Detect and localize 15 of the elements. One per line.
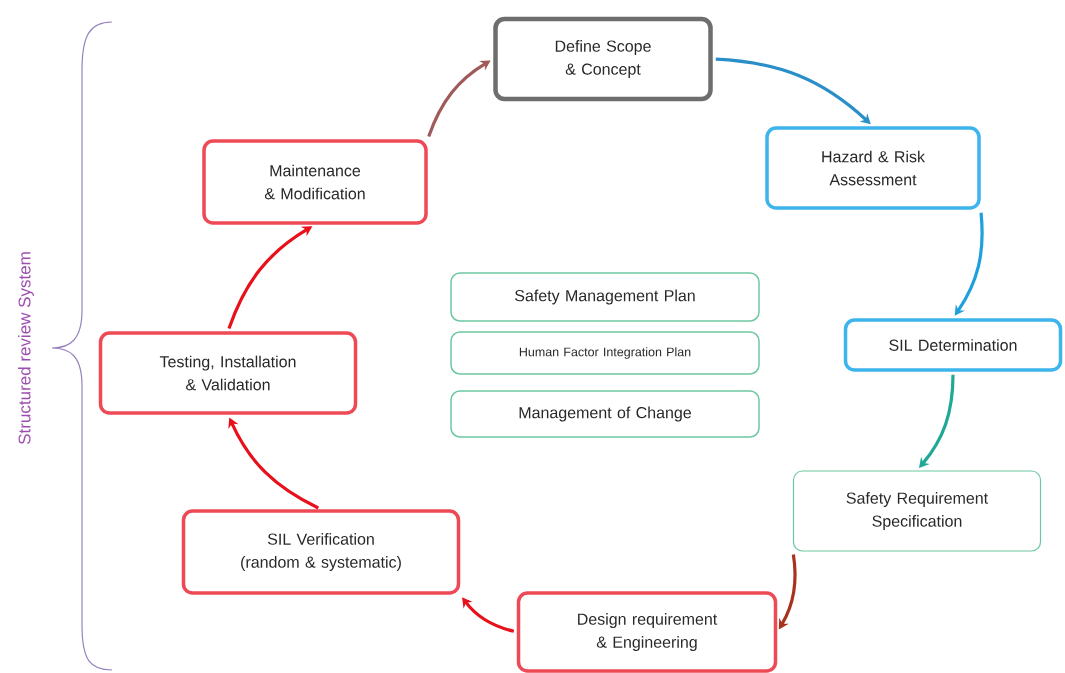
process-box: Human Factor Integration Plan bbox=[450, 331, 760, 375]
process-box: Hazard & Risk Assessment bbox=[765, 126, 981, 210]
process-box: SIL Verification (random & systematic) bbox=[181, 509, 461, 595]
arrow bbox=[427, 60, 491, 137]
axis-label: Structured review System bbox=[18, 252, 34, 445]
arrow bbox=[954, 212, 984, 316]
process-box: Safety Requirement Specification bbox=[792, 470, 1042, 552]
process-box: Testing, Installation & Validation bbox=[98, 331, 358, 415]
process-box: Design requirement & Engineering bbox=[516, 591, 778, 673]
process-box: SIL Determination bbox=[843, 318, 1063, 372]
process-box: Maintenance & Modification bbox=[202, 139, 428, 225]
process-box: Safety Management Plan bbox=[450, 272, 760, 322]
process-box: Define Scope & Concept bbox=[493, 16, 713, 102]
process-box: Management of Change bbox=[450, 390, 760, 438]
arrow bbox=[462, 597, 515, 633]
